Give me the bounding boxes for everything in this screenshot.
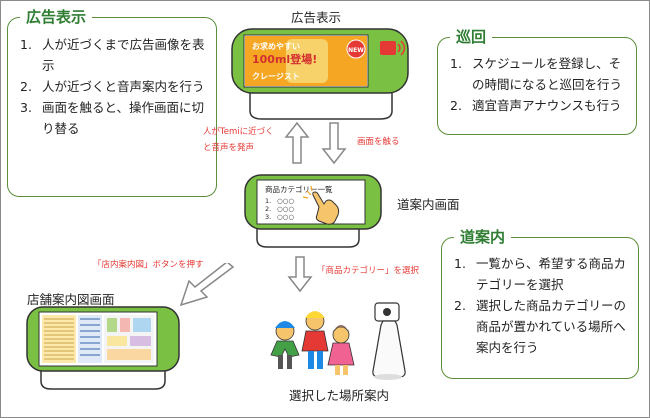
ad-display-list: 1.人が近づくまで広告画像を表示 2.人が近づくと音声案内を行う 3.画面を触る… [20, 34, 206, 139]
child-figure-icon [270, 321, 300, 369]
patrol-box: 巡回 1.スケジュールを登録し、その時間になると巡回を行う 2.適宜音声アナウン… [437, 27, 637, 135]
patrol-item: 2.適宜音声アナウンスも行う [450, 98, 622, 113]
guide-screen-tablet: 商品カテゴリー一覧 1. 2. 3. ○○○ ○○○ ○○○ [244, 174, 382, 248]
child-figure-icon [327, 325, 355, 375]
ad-line2: 100ml登場! [252, 52, 317, 66]
category-row: 2. [265, 205, 271, 213]
category-select-note: 「商品カテゴリー」を選択 [317, 266, 420, 276]
guide-list: 1.一覧から、希望する商品カテゴリーを選択 2.選択した商品カテゴリーの商品が置… [454, 253, 630, 358]
speaker-icon [380, 40, 406, 56]
ad-display-box: 広告表示 1.人が近づくまで広告画像を表示 2.人が近づくと音声案内を行う 3.… [7, 7, 217, 197]
ad-display-item: 1.人が近づくまで広告画像を表示 [20, 37, 205, 73]
guide-item: 2.選択した商品カテゴリーの商品が置かれている場所へ案内を行う [454, 298, 627, 355]
up-arrow-icon [284, 121, 310, 164]
guide-box: 道案内 1.一覧から、希望する商品カテゴリーを選択 2.選択した商品カテゴリーの… [441, 227, 639, 379]
ad-screen-tablet: お求めやすい 100ml登場! クレージスト NEW [231, 28, 409, 120]
temi-robot-icon [372, 302, 406, 380]
children-and-robot-illustration [270, 302, 406, 380]
selected-place-label: 選択した場所案内 [289, 388, 390, 403]
ad-line3: クレージスト [252, 71, 300, 81]
map-button-note: 「店内案内図」ボタンを押す [93, 260, 204, 270]
ad-badge: NEW [348, 47, 364, 54]
ad-display-item: 2.人が近づくと音声案内を行う [20, 79, 205, 94]
diagonal-arrow-icon [179, 263, 235, 307]
guide-title: 道案内 [454, 227, 512, 247]
category-row-marks: ○○○ [277, 213, 294, 221]
patrol-item: 1.スケジュールを登録し、その時間になると巡回を行う [450, 56, 623, 92]
category-row-marks: ○○○ [277, 205, 294, 213]
category-row: 1. [265, 197, 271, 205]
patrol-title: 巡回 [450, 27, 493, 47]
map-screen-label: 店舗案内図画面 [27, 292, 115, 307]
ad-display-item: 3.画面を触ると、操作画面に切り替る [20, 100, 205, 136]
guide-screen-label: 道案内画面 [397, 197, 460, 212]
touch-note: 画面を触る [357, 137, 400, 147]
store-map-image [42, 315, 154, 363]
category-row-marks: ○○○ [277, 197, 294, 205]
pointing-hand-icon [302, 185, 340, 225]
down-arrow-icon [321, 122, 347, 165]
category-screen-title: 商品カテゴリー一覧 [265, 184, 333, 194]
category-row: 3. [265, 213, 271, 221]
down-arrow-icon [287, 256, 313, 293]
approach-note: 人がTemiに近づく と音声を発声 [203, 127, 274, 153]
guide-item: 1.一覧から、希望する商品カテゴリーを選択 [454, 256, 627, 292]
map-screen-tablet [26, 306, 180, 390]
child-figure-icon [301, 311, 329, 369]
patrol-list: 1.スケジュールを登録し、その時間になると巡回を行う 2.適宜音声アナウンスも行… [450, 53, 628, 116]
ad-screen-label: 広告表示 [291, 10, 342, 25]
ad-display-title: 広告表示 [20, 7, 93, 27]
ad-line1: お求めやすい [252, 41, 300, 51]
